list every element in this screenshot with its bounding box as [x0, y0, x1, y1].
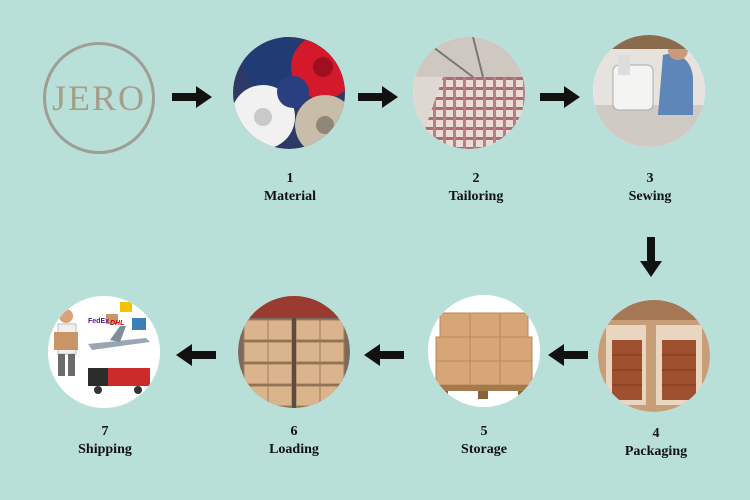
material-photo	[233, 37, 345, 149]
step-name: Shipping	[78, 442, 132, 457]
arrow-down-icon	[640, 237, 662, 277]
step-2-label: 2 Tailoring	[416, 170, 536, 206]
step-name: Packaging	[624, 444, 688, 459]
packaging-photo	[598, 300, 710, 412]
arrow-left-icon	[176, 344, 216, 366]
step-name: Material	[263, 189, 317, 204]
step-name: Sewing	[628, 189, 672, 204]
step-name: Storage	[461, 442, 507, 457]
jero-logo: JERO	[43, 42, 155, 154]
arrow-left-icon	[548, 344, 588, 366]
step-number: 3	[646, 171, 654, 186]
step-number: 6	[290, 424, 298, 439]
step-3-label: 3 Sewing	[590, 170, 710, 206]
storage-photo	[428, 295, 540, 407]
shipping-photo: FedEx DHL	[48, 296, 160, 408]
step-4-label: 4 Packaging	[596, 425, 716, 461]
step-number: 7	[101, 424, 109, 439]
step-number: 5	[480, 424, 488, 439]
step-5-label: 5 Storage	[424, 423, 544, 459]
tailoring-photo	[413, 37, 525, 149]
step-1-label: 1 Material	[230, 170, 350, 206]
step-name: Tailoring	[448, 189, 504, 204]
arrow-right-icon	[172, 86, 212, 108]
dhl-logo: DHL	[110, 320, 125, 327]
arrow-right-icon	[540, 86, 580, 108]
step-number: 2	[472, 171, 480, 186]
logo-text: JERO	[51, 78, 146, 118]
step-6-label: 6 Loading	[234, 423, 354, 459]
arrow-left-icon	[364, 344, 404, 366]
loading-photo	[238, 296, 350, 408]
step-number: 4	[652, 426, 660, 441]
arrow-right-icon	[358, 86, 398, 108]
sewing-photo	[593, 35, 705, 147]
step-number: 1	[286, 171, 294, 186]
step-name: Loading	[269, 442, 319, 457]
fedex-logo: FedEx	[88, 318, 110, 325]
step-7-label: 7 Shipping	[45, 423, 165, 459]
